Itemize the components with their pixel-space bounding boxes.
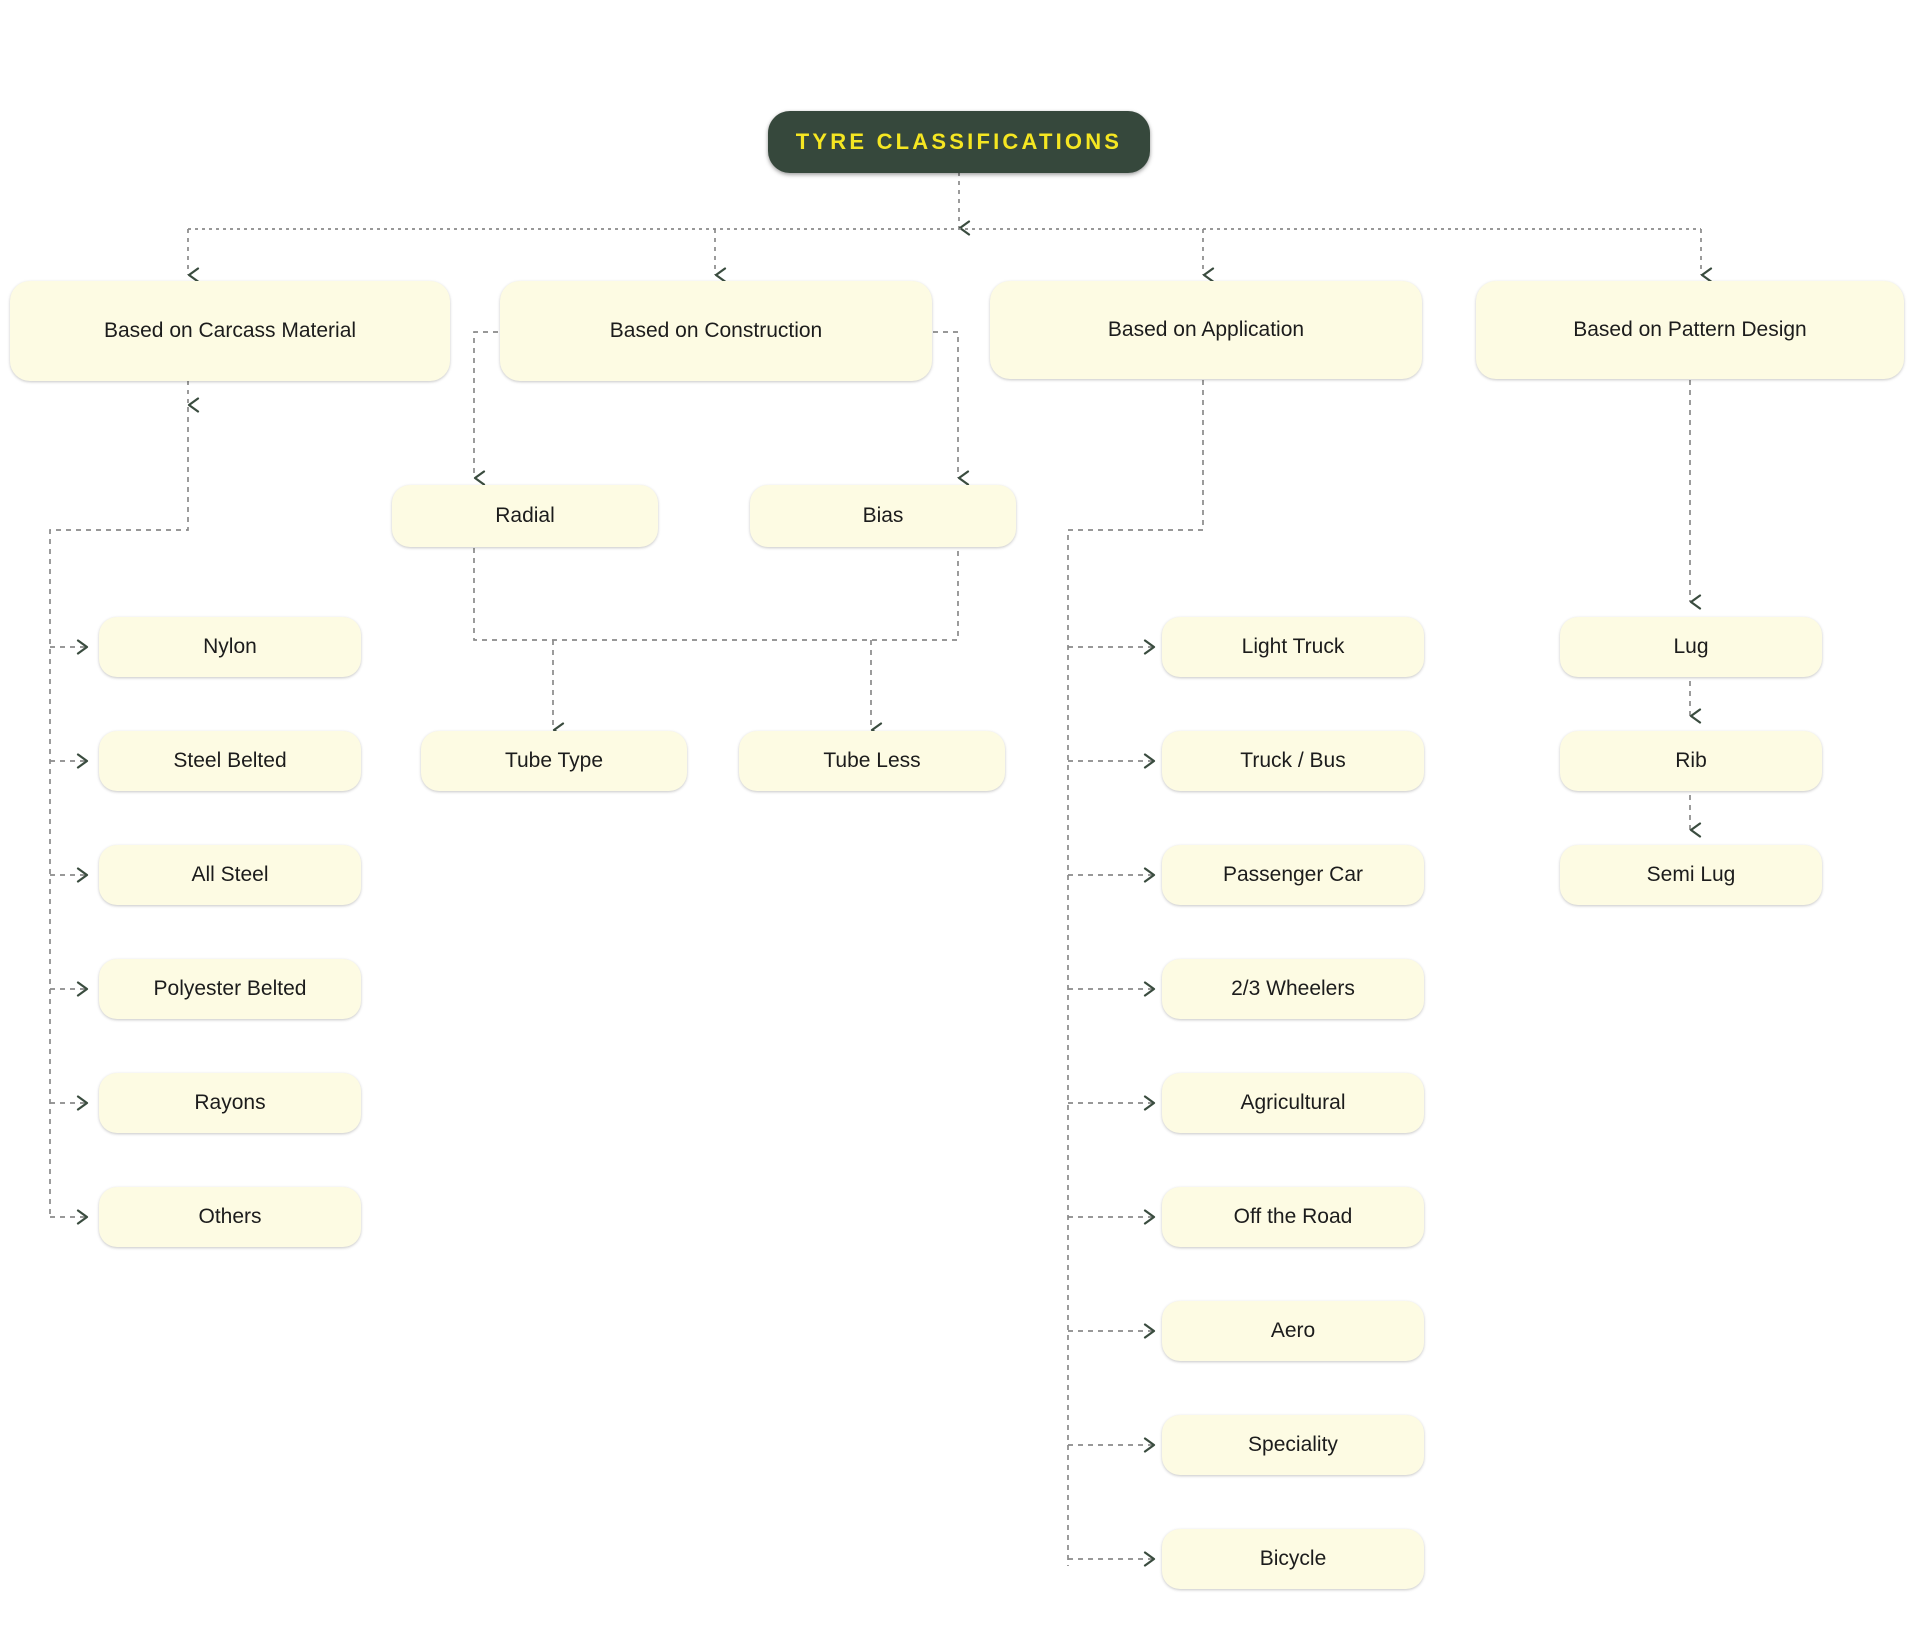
category-label: Based on Application (1107, 317, 1305, 341)
root-node-label: TYRE CLASSIFICATIONS (795, 129, 1123, 155)
leaf-label: Off the Road (1233, 1204, 1353, 1228)
leaf-node-tube-type[interactable]: Tube Type (421, 731, 687, 791)
leaf-label: Rib (1675, 748, 1707, 772)
category-node-application[interactable]: Based on Application (990, 281, 1422, 379)
leaf-label: Lug (1673, 634, 1709, 658)
leaf-node-tube-less[interactable]: Tube Less (739, 731, 1005, 791)
leaf-label: 2/3 Wheelers (1231, 976, 1355, 1000)
leaf-label: Truck / Bus (1240, 748, 1346, 772)
leaf-node-truck-bus[interactable]: Truck / Bus (1162, 731, 1424, 791)
leaf-node-others[interactable]: Others (99, 1187, 361, 1247)
leaf-node-radial[interactable]: Radial (392, 485, 658, 547)
leaf-node-bias[interactable]: Bias (750, 485, 1016, 547)
leaf-node-semi-lug[interactable]: Semi Lug (1560, 845, 1822, 905)
leaf-node-bicycle[interactable]: Bicycle (1162, 1529, 1424, 1589)
leaf-node-rayons[interactable]: Rayons (99, 1073, 361, 1133)
category-node-carcass-material[interactable]: Based on Carcass Material (10, 281, 450, 381)
category-label: Based on Construction (609, 318, 823, 342)
leaf-node-off-the-road[interactable]: Off the Road (1162, 1187, 1424, 1247)
leaf-label: Light Truck (1241, 634, 1345, 658)
root-node-tyre-classifications[interactable]: TYRE CLASSIFICATIONS (768, 111, 1150, 173)
category-label: Based on Carcass Material (103, 318, 357, 342)
leaf-label: Steel Belted (173, 748, 287, 772)
leaf-node-nylon[interactable]: Nylon (99, 617, 361, 677)
leaf-label: Passenger Car (1222, 862, 1364, 886)
leaf-label: Agricultural (1240, 1090, 1346, 1114)
leaf-node-polyester-belted[interactable]: Polyester Belted (99, 959, 361, 1019)
leaf-label: Nylon (203, 634, 257, 658)
leaf-label: Tube Type (504, 748, 604, 772)
leaf-label: Polyester Belted (153, 976, 307, 1000)
leaf-label: Radial (495, 503, 555, 527)
leaf-node-light-truck[interactable]: Light Truck (1162, 617, 1424, 677)
leaf-label: All Steel (191, 862, 269, 886)
leaf-node-aero[interactable]: Aero (1162, 1301, 1424, 1361)
leaf-node-all-steel[interactable]: All Steel (99, 845, 361, 905)
leaf-node-steel-belted[interactable]: Steel Belted (99, 731, 361, 791)
category-label: Based on Pattern Design (1573, 317, 1807, 341)
leaf-label: Rayons (194, 1090, 266, 1114)
leaf-node-lug[interactable]: Lug (1560, 617, 1822, 677)
leaf-node-rib[interactable]: Rib (1560, 731, 1822, 791)
leaf-label: Speciality (1248, 1432, 1338, 1456)
leaf-node-speciality[interactable]: Speciality (1162, 1415, 1424, 1475)
leaf-label: Others (198, 1204, 262, 1228)
leaf-label: Aero (1270, 1318, 1316, 1342)
leaf-label: Bicycle (1259, 1546, 1327, 1570)
leaf-label: Semi Lug (1646, 862, 1736, 886)
category-node-construction[interactable]: Based on Construction (500, 281, 932, 381)
category-node-pattern-design[interactable]: Based on Pattern Design (1476, 281, 1904, 379)
leaf-node-passenger-car[interactable]: Passenger Car (1162, 845, 1424, 905)
leaf-node-2-3-wheelers[interactable]: 2/3 Wheelers (1162, 959, 1424, 1019)
leaf-label: Bias (862, 503, 904, 527)
leaf-node-agricultural[interactable]: Agricultural (1162, 1073, 1424, 1133)
leaf-label: Tube Less (823, 748, 921, 772)
